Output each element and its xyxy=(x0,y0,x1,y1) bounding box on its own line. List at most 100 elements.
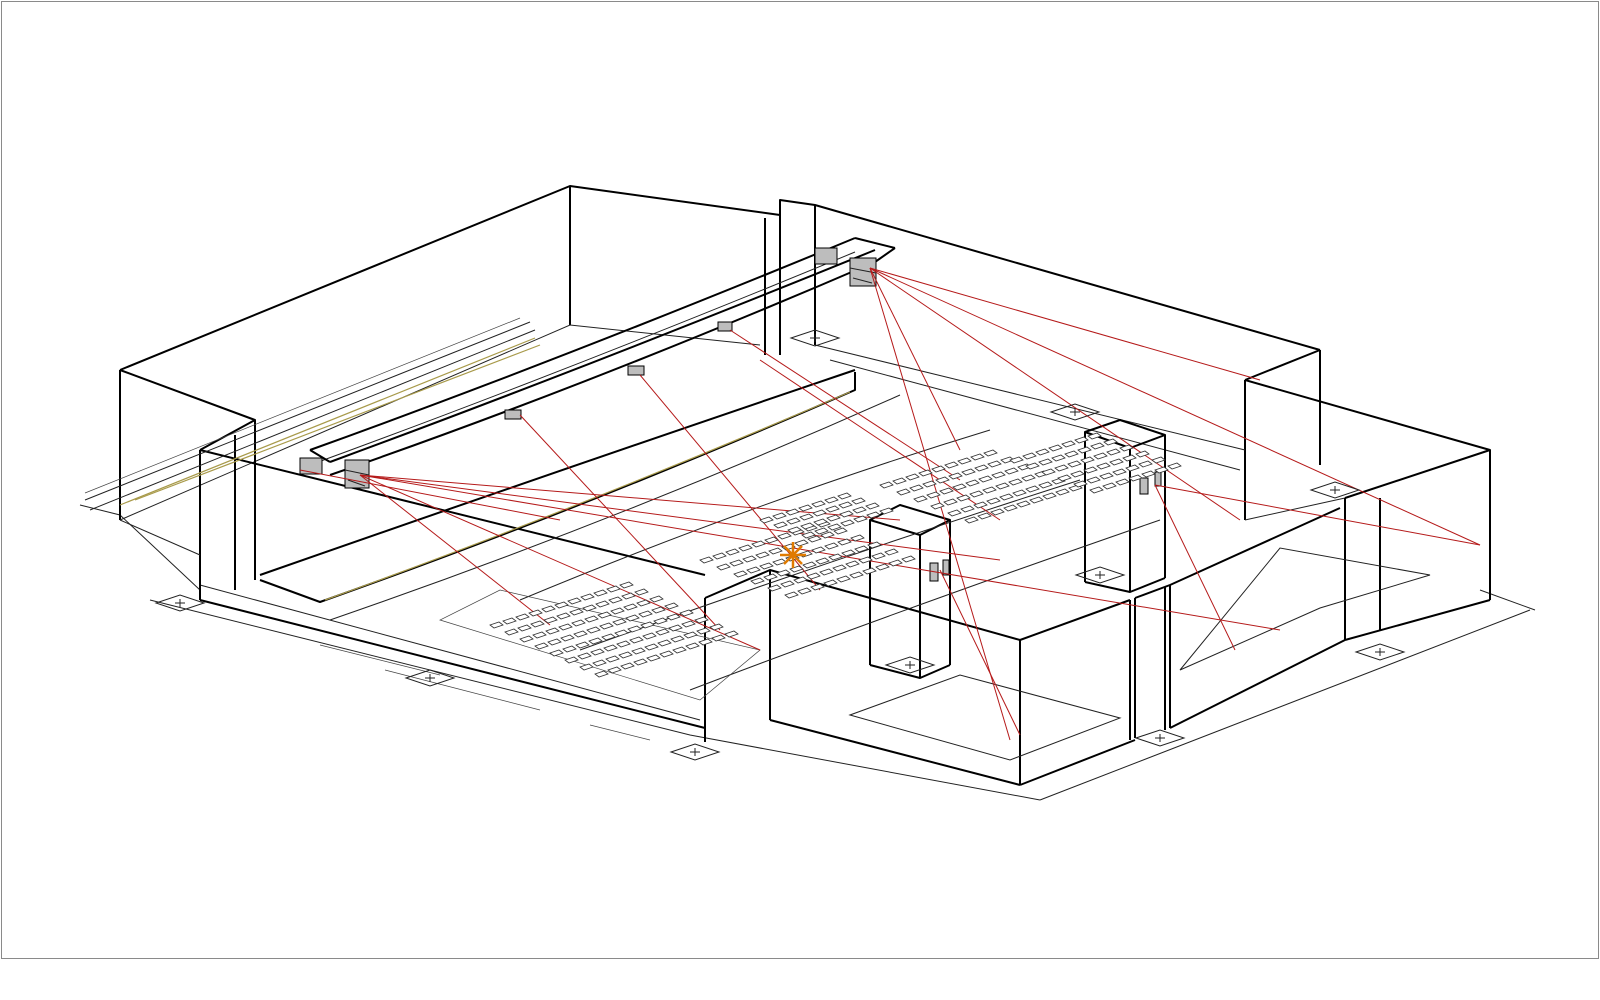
column-base-icon xyxy=(1074,566,1126,584)
seat xyxy=(603,644,618,652)
seat xyxy=(554,601,569,609)
seat xyxy=(780,580,795,588)
seat xyxy=(777,532,792,540)
seat xyxy=(657,639,672,647)
seat xyxy=(965,479,980,487)
seat xyxy=(944,461,959,469)
seat xyxy=(1025,485,1040,493)
seat xyxy=(666,613,681,621)
speaker-icon[interactable] xyxy=(1139,477,1149,495)
seat xyxy=(593,589,608,597)
seat xyxy=(1029,496,1044,504)
seat xyxy=(627,625,642,633)
seat xyxy=(801,531,816,539)
seat xyxy=(1009,456,1024,464)
seat xyxy=(601,633,616,641)
seat xyxy=(651,606,666,614)
seat xyxy=(547,638,562,646)
seat xyxy=(995,482,1010,490)
seat xyxy=(1109,458,1124,466)
seat xyxy=(798,504,813,512)
speaker-icon[interactable] xyxy=(717,321,733,332)
seat xyxy=(517,624,532,632)
asterisk-marker-icon[interactable] xyxy=(780,542,806,568)
seat xyxy=(787,526,802,534)
seat xyxy=(772,512,787,520)
seat xyxy=(751,540,766,548)
seat xyxy=(973,501,988,509)
seat xyxy=(1128,474,1143,482)
seat xyxy=(1064,450,1079,458)
column-base-icon xyxy=(154,594,206,612)
seat xyxy=(875,563,890,571)
stage-house-left xyxy=(84,185,781,729)
seat xyxy=(619,581,634,589)
speaker-icon[interactable] xyxy=(504,409,522,420)
seat xyxy=(840,519,855,527)
audience-seating xyxy=(489,432,1182,678)
column-base-icon xyxy=(669,743,721,761)
seat xyxy=(672,646,687,654)
seat xyxy=(982,486,997,494)
seat xyxy=(884,548,899,556)
seat xyxy=(709,623,724,631)
seat xyxy=(839,510,854,518)
seat xyxy=(901,555,916,563)
seat xyxy=(711,634,726,642)
seat xyxy=(1106,448,1121,456)
seat xyxy=(1086,476,1101,484)
seat xyxy=(571,619,586,627)
speaker-icon[interactable] xyxy=(942,559,950,576)
seat xyxy=(562,645,577,653)
seat xyxy=(1073,480,1088,488)
seat xyxy=(685,642,700,650)
seat xyxy=(638,610,653,618)
seat xyxy=(631,647,646,655)
seat xyxy=(1055,488,1070,496)
seat xyxy=(659,650,674,658)
seat xyxy=(655,628,670,636)
seat xyxy=(564,656,579,664)
seat xyxy=(534,642,549,650)
column-base-icon xyxy=(1309,481,1361,499)
seat xyxy=(653,617,668,625)
seat xyxy=(812,509,827,517)
seat xyxy=(1154,466,1169,474)
seat xyxy=(1051,454,1066,462)
interior-columns xyxy=(869,419,1166,679)
seat xyxy=(649,595,664,603)
seat xyxy=(858,556,873,564)
acoustic-rays xyxy=(299,267,1481,741)
column-base-icon xyxy=(789,329,841,347)
seat xyxy=(1061,440,1076,448)
seat xyxy=(699,556,714,564)
speaker-icon[interactable] xyxy=(814,247,877,287)
seat xyxy=(556,612,571,620)
speaker-icon[interactable] xyxy=(627,365,645,376)
seat xyxy=(1080,456,1095,464)
seat xyxy=(764,536,779,544)
seat xyxy=(716,563,731,571)
seat xyxy=(1096,462,1111,470)
seat xyxy=(664,602,679,610)
seat xyxy=(837,492,852,500)
seat xyxy=(794,539,809,547)
seat xyxy=(582,604,597,612)
seat xyxy=(1093,452,1108,460)
column-base-icon xyxy=(404,669,456,687)
seat xyxy=(1112,468,1127,476)
seat xyxy=(939,487,954,495)
seat xyxy=(825,505,840,513)
seat xyxy=(541,605,556,613)
seat xyxy=(952,483,967,491)
seat xyxy=(768,547,783,555)
speaker-icon[interactable] xyxy=(299,457,370,489)
seat xyxy=(549,649,564,657)
seat xyxy=(1003,504,1018,512)
seat xyxy=(605,655,620,663)
seat xyxy=(800,522,815,530)
speaker-icon[interactable] xyxy=(1154,471,1162,487)
seat xyxy=(1141,470,1156,478)
